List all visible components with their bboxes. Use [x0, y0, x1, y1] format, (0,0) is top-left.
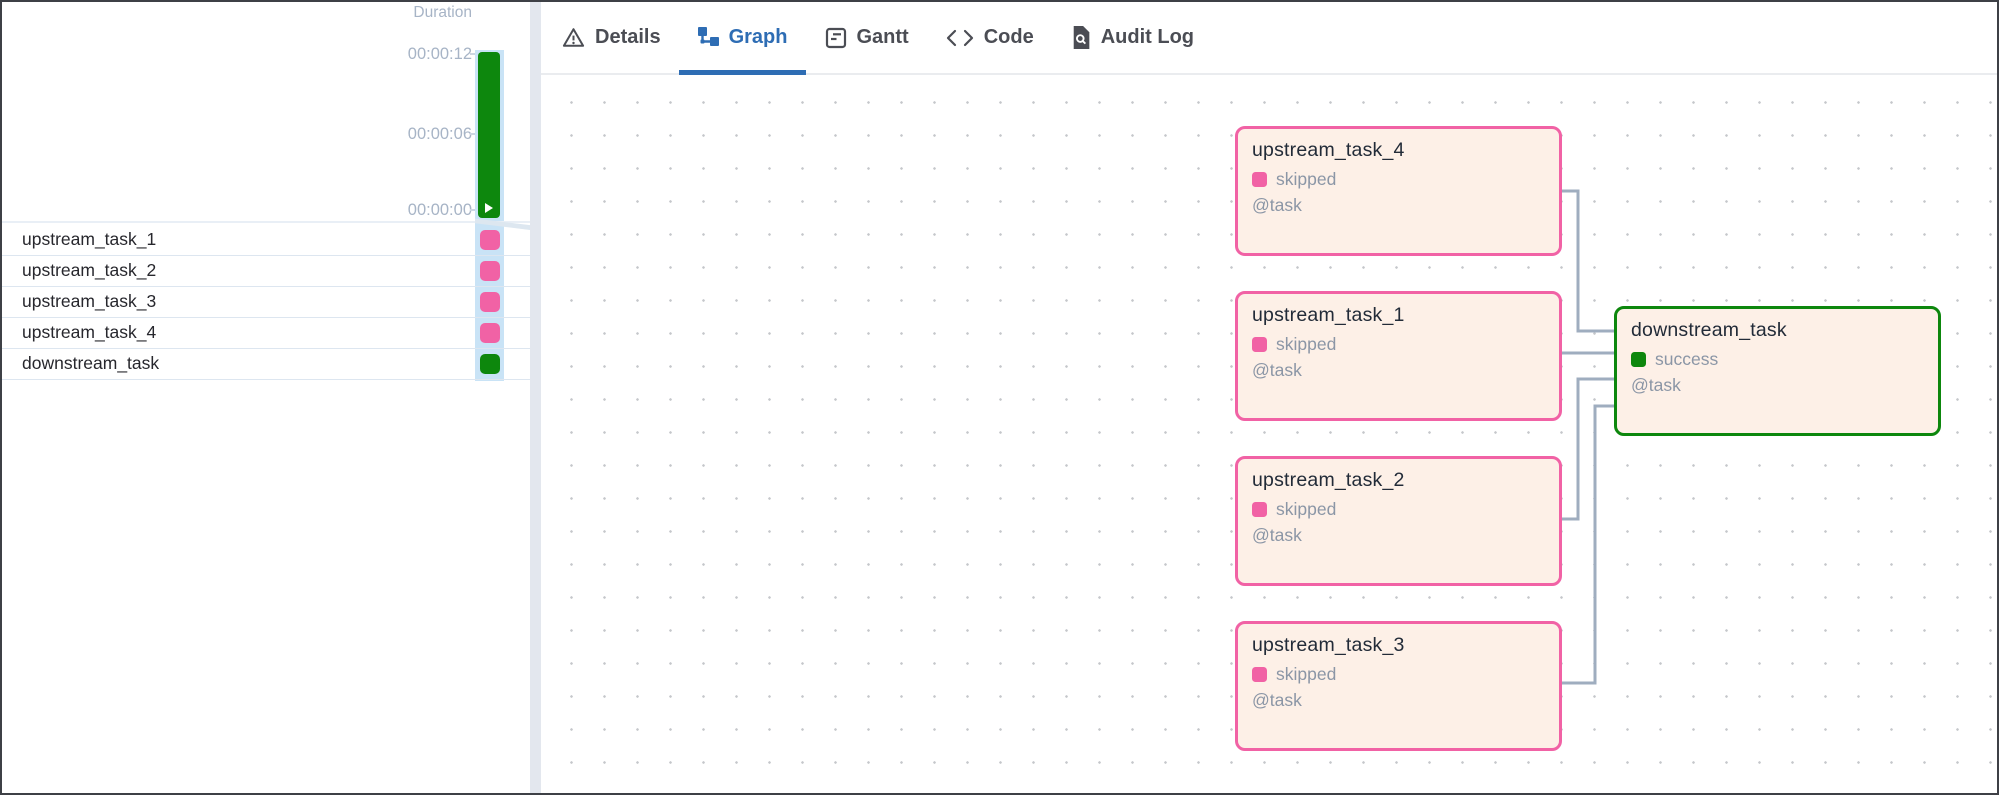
- gantt-chart-icon: [824, 26, 848, 50]
- tab-label: Details: [595, 26, 661, 48]
- node-status-label: skipped: [1276, 169, 1337, 189]
- tab-bar: Details Graph Gantt Code: [541, 2, 1997, 75]
- task-instance-square[interactable]: [480, 323, 500, 343]
- task-instance-square[interactable]: [480, 354, 500, 374]
- chart-baseline: [2, 221, 530, 223]
- edge-upstream-task-2: [1562, 377, 1614, 521]
- tab-label: Gantt: [856, 26, 909, 48]
- tab-label: Code: [983, 26, 1034, 48]
- task-instance-square[interactable]: [480, 292, 500, 312]
- tab-details[interactable]: Details: [543, 2, 679, 73]
- duration-axis-tick: 00:00:06: [407, 125, 472, 143]
- task-instance-square[interactable]: [480, 230, 500, 250]
- play-icon: [485, 203, 493, 213]
- node-operator-label: @task: [1252, 195, 1302, 215]
- node-title: upstream_task_2: [1252, 469, 1405, 491]
- axis-tick-mark: [470, 209, 476, 211]
- task-name: upstream_task_2: [22, 260, 157, 280]
- warning-triangle-icon: [561, 26, 586, 50]
- edge-upstream-task-3: [1562, 404, 1614, 685]
- node-title: upstream_task_4: [1252, 139, 1405, 161]
- edge-upstream-task-4: [1562, 189, 1614, 333]
- task-instance-square[interactable]: [480, 261, 500, 281]
- tab-label: Graph: [728, 26, 788, 48]
- audit-log-icon: [1070, 25, 1092, 50]
- graph-node-upstream-task-4[interactable]: upstream_task_4 skipped @task: [1235, 126, 1562, 256]
- node-status-label: skipped: [1276, 334, 1337, 354]
- grid-sidebar: Duration 00:00:12 00:00:06 00:00:00 upst…: [2, 2, 530, 793]
- status-square: [1252, 502, 1267, 517]
- graph-icon: [697, 26, 720, 49]
- task-details-panel: Details Graph Gantt Code: [541, 2, 1997, 793]
- status-square: [1252, 667, 1267, 682]
- node-operator-label: @task: [1252, 525, 1302, 545]
- dag-run-duration-bar[interactable]: [478, 52, 500, 218]
- tab-gantt[interactable]: Gantt: [806, 2, 927, 73]
- task-name: upstream_task_4: [22, 322, 157, 342]
- graph-node-upstream-task-2[interactable]: upstream_task_2 skipped @task: [1235, 456, 1562, 586]
- tab-audit-log[interactable]: Audit Log: [1052, 2, 1212, 73]
- axis-tick-mark: [470, 133, 476, 135]
- task-row[interactable]: upstream_task_1: [2, 225, 530, 256]
- panel-resize-handle[interactable]: [530, 2, 541, 793]
- duration-chart-title: Duration: [413, 4, 472, 21]
- node-operator-label: @task: [1631, 375, 1681, 395]
- graph-node-downstream-task[interactable]: downstream_task success @task: [1614, 306, 1941, 436]
- graph-node-upstream-task-1[interactable]: upstream_task_1 skipped @task: [1235, 291, 1562, 421]
- node-status-label: skipped: [1276, 499, 1337, 519]
- duration-axis-tick: 00:00:00: [407, 201, 472, 219]
- axis-tick-mark: [470, 53, 476, 55]
- tab-graph[interactable]: Graph: [678, 2, 806, 75]
- tab-label: Audit Log: [1100, 26, 1195, 48]
- task-name: upstream_task_3: [22, 291, 157, 311]
- node-operator-label: @task: [1252, 690, 1302, 710]
- node-title: upstream_task_3: [1252, 634, 1405, 656]
- task-name: upstream_task_1: [22, 229, 157, 249]
- duration-axis-tick: 00:00:12: [407, 45, 472, 63]
- code-icon: [945, 28, 975, 48]
- graph-node-upstream-task-3[interactable]: upstream_task_3 skipped @task: [1235, 621, 1562, 751]
- task-row[interactable]: upstream_task_2: [2, 256, 530, 287]
- node-status-label: success: [1655, 349, 1719, 369]
- status-square: [1631, 352, 1646, 367]
- node-title: downstream_task: [1631, 319, 1787, 341]
- task-row[interactable]: downstream_task: [2, 349, 530, 380]
- task-list: upstream_task_1 upstream_task_2 upstream…: [2, 225, 530, 380]
- tab-code[interactable]: Code: [927, 2, 1052, 73]
- status-square: [1252, 172, 1267, 187]
- dag-edges: [1562, 189, 1614, 685]
- dag-graph-canvas[interactable]: upstream_task_4 skipped @task upstream_t…: [541, 75, 1997, 791]
- chart-bottom-wedge: [475, 218, 530, 230]
- task-name: downstream_task: [22, 353, 160, 373]
- task-row[interactable]: upstream_task_3: [2, 287, 530, 318]
- node-title: upstream_task_1: [1252, 304, 1405, 326]
- node-operator-label: @task: [1252, 360, 1302, 380]
- node-status-label: skipped: [1276, 664, 1337, 684]
- status-square: [1252, 337, 1267, 352]
- task-row[interactable]: upstream_task_4: [2, 318, 530, 349]
